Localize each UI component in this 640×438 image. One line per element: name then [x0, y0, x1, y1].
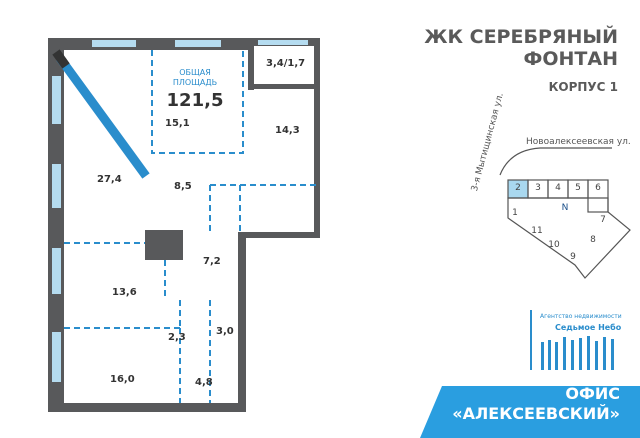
room-area: 15,1 — [165, 118, 190, 129]
room-area: 14,3 — [275, 125, 300, 136]
agency-name: Седьмое Небо — [555, 323, 622, 332]
office-label: ОФИС — [565, 384, 620, 403]
block-selected: 2 — [515, 183, 521, 193]
site-map — [499, 147, 631, 279]
windows — [52, 40, 308, 382]
block: 4 — [555, 183, 561, 193]
block: 8 — [590, 235, 596, 245]
block: 10 — [548, 240, 560, 250]
pencil-icon — [52, 49, 150, 179]
room-area: 16,0 — [110, 374, 135, 385]
room-area: 13,6 — [112, 287, 137, 298]
room-area: 2,3 — [168, 332, 186, 343]
room-area: 8,5 — [174, 181, 192, 192]
building-label: КОРПУС 1 — [548, 80, 618, 94]
office-name: «АЛЕКСЕЕВСКИЙ» — [452, 404, 620, 423]
block: 5 — [575, 183, 581, 193]
block: 3 — [535, 183, 541, 193]
compass-north-icon: N — [561, 203, 569, 213]
room-area: 3,0 — [216, 326, 234, 337]
agency-tagline: Агентство недвижимости — [540, 313, 622, 320]
total-area-value: 121,5 — [166, 90, 224, 111]
partitions — [64, 50, 318, 403]
block: 6 — [595, 183, 601, 193]
banner-shape — [420, 386, 640, 438]
room-area: 7,2 — [203, 256, 221, 267]
block: 11 — [531, 226, 543, 236]
room-area: 27,4 — [97, 174, 122, 185]
block: 1 — [512, 208, 518, 218]
street-label: Новоалексеевская ул. — [526, 137, 631, 147]
block: 7 — [600, 215, 606, 225]
room-area: 4,8 — [195, 377, 213, 388]
office-banner: ОФИС «АЛЕКСЕЕВСКИЙ» — [420, 380, 640, 438]
room-area: 3,4/1,7 — [266, 58, 306, 69]
block: 9 — [570, 252, 576, 262]
